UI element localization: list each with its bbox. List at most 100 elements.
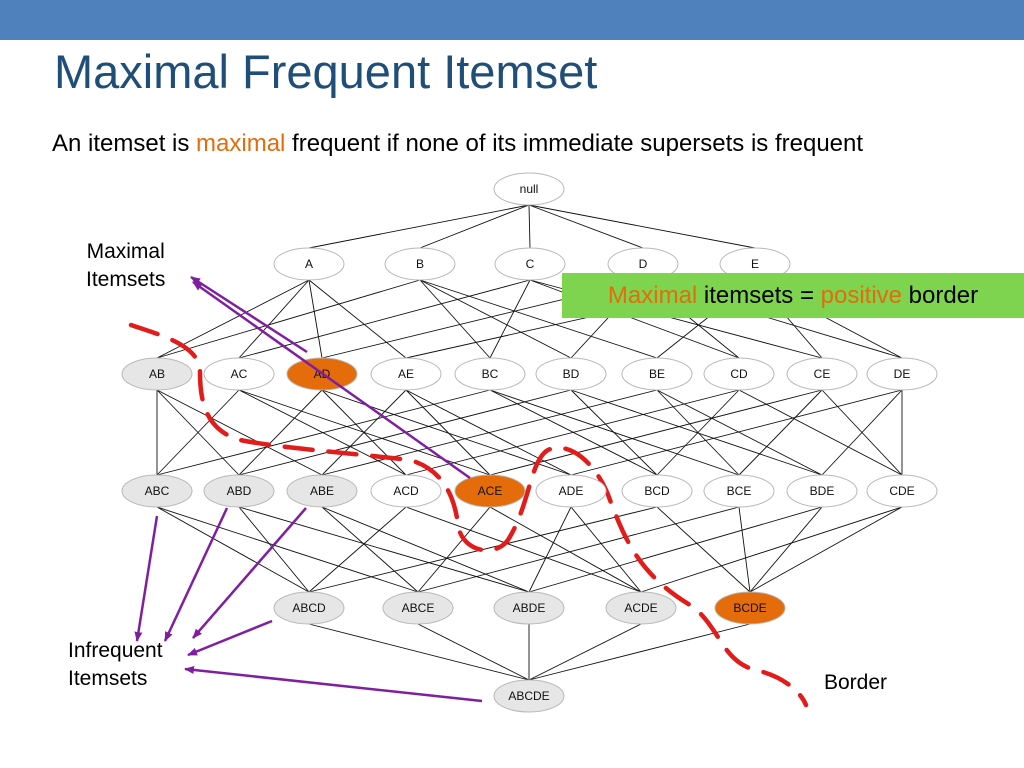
node-label-BDE: BDE: [810, 484, 835, 498]
edge-null-B: [419, 204, 530, 249]
border-curves: [128, 322, 809, 708]
node-shape-ACD: [370, 474, 442, 508]
border-curve-left: [128, 322, 809, 708]
node-label-BCD: BCD: [644, 484, 670, 498]
annotation-arrows: [134, 275, 483, 703]
edge-ACDE-ABCDE: [528, 623, 642, 681]
node-label-BE: BE: [649, 367, 665, 381]
node-ACD: ACD: [370, 474, 442, 508]
node-AE: AE: [370, 357, 442, 391]
node-shape-ACE: [454, 474, 526, 508]
infrequent-label-line1: Infrequent: [68, 639, 163, 662]
edge-BC-ABC: [156, 389, 491, 476]
infrequent-itemsets-label: Infrequent Itemsets: [68, 637, 163, 693]
node-shape-ABCDE: [493, 679, 565, 713]
node-label-ABD: ABD: [227, 484, 252, 498]
node-label-ABDE: ABDE: [513, 601, 546, 615]
node-label-DE: DE: [894, 367, 911, 381]
maximal-itemsets-label: Maximal Itemsets: [86, 238, 165, 294]
edge-CD-CDE: [738, 389, 903, 476]
edge-BDE-BCDE: [749, 506, 823, 593]
node-shape-ABC: [121, 474, 193, 508]
node-shape-AE: [370, 357, 442, 391]
callout-positive-word: positive: [820, 282, 903, 309]
edge-BCE-BCDE: [738, 506, 751, 593]
edge-ABD-ABDE: [238, 506, 530, 593]
node-BD: BD: [535, 357, 607, 391]
node-label-CD: CD: [730, 367, 748, 381]
node-ACE: ACE: [454, 474, 526, 508]
edge-ABCD-ABCDE: [308, 623, 530, 681]
arrow-maximal-from-ad: [190, 275, 308, 354]
node-ABCD: ABCD: [273, 591, 345, 625]
node-AB: AB: [121, 357, 193, 391]
node-label-BC: BC: [482, 367, 499, 381]
node-shape-CD: [703, 357, 775, 391]
edge-ACE-ACDE: [489, 506, 642, 593]
edge-DE-BDE: [821, 389, 903, 476]
node-shape-DE: [866, 357, 938, 391]
edge-BE-ABE: [321, 389, 658, 476]
node-shape-A: [273, 247, 345, 281]
node-label-null: null: [520, 182, 539, 196]
node-label-ADE: ADE: [559, 484, 584, 498]
lattice-nodes: nullABCDEABACADAEBCBDBECDCEDEABCABDABEAC…: [121, 172, 938, 713]
subtitle-highlight: maximal: [196, 130, 286, 157]
node-label-ACD: ACD: [393, 484, 419, 498]
edge-AD-ABD: [238, 389, 323, 476]
node-shape-C: [494, 247, 566, 281]
node-BDE: BDE: [786, 474, 858, 508]
arrow-infrequent-from-abc: [134, 515, 159, 642]
edge-null-E: [528, 204, 756, 249]
node-ADE: ADE: [535, 474, 607, 508]
edge-null-C: [528, 204, 531, 249]
node-CE: CE: [786, 357, 858, 391]
infrequent-label-line2: Itemsets: [68, 667, 148, 690]
edge-ABC-ABCE: [156, 506, 419, 593]
edge-AE-ACE: [405, 389, 491, 476]
node-label-BCE: BCE: [727, 484, 752, 498]
edge-B-BC: [419, 279, 491, 359]
slide-subtitle: An itemset is maximal frequent if none o…: [52, 128, 932, 160]
edge-ADE-ACDE: [570, 506, 642, 593]
edge-CDE-BCDE: [749, 506, 903, 593]
edge-A-AD: [308, 279, 323, 359]
edge-AB-ABE: [156, 389, 323, 476]
edge-AC-ABC: [156, 389, 240, 476]
node-BCE: BCE: [703, 474, 775, 508]
node-label-ABCDE: ABCDE: [508, 689, 549, 703]
arrow-infrequent-from-abcd: [187, 619, 273, 657]
node-shape-ABCD: [273, 591, 345, 625]
node-shape-BCD: [621, 474, 693, 508]
node-ABC: ABC: [121, 474, 193, 508]
node-ABD: ABD: [203, 474, 275, 508]
node-shape-ABDE: [493, 591, 565, 625]
edge-BE-BDE: [656, 389, 823, 476]
arrow-infrequent-from-abcde: [184, 665, 483, 703]
edge-B-AB: [156, 279, 421, 359]
edge-BCE-ABCE: [417, 506, 740, 593]
maximal-label-line2: Itemsets: [86, 268, 166, 291]
node-shape-BDE: [786, 474, 858, 508]
edge-BDE-ABDE: [528, 506, 823, 593]
node-B: B: [384, 247, 456, 281]
node-shape-BD: [535, 357, 607, 391]
node-label-CDE: CDE: [889, 484, 914, 498]
positive-border-callout: Maximal itemsets = positive border: [562, 273, 1024, 318]
node-shape-ACDE: [605, 591, 677, 625]
node-null: null: [493, 172, 565, 206]
node-BC: BC: [454, 357, 526, 391]
node-shape-BCDE: [714, 591, 786, 625]
node-shape-ABE: [286, 474, 358, 508]
edge-BD-BCD: [570, 389, 658, 476]
node-C: C: [494, 247, 566, 281]
edge-A-AE: [308, 279, 407, 359]
edge-CD-BCD: [656, 389, 740, 476]
node-shape-CDE: [866, 474, 938, 508]
node-shape-ADE: [535, 474, 607, 508]
edge-ABCE-ABCDE: [417, 623, 530, 681]
node-A: A: [273, 247, 345, 281]
edge-ABC-ABCD: [156, 506, 310, 593]
node-CDE: CDE: [866, 474, 938, 508]
node-label-AC: AC: [231, 367, 248, 381]
